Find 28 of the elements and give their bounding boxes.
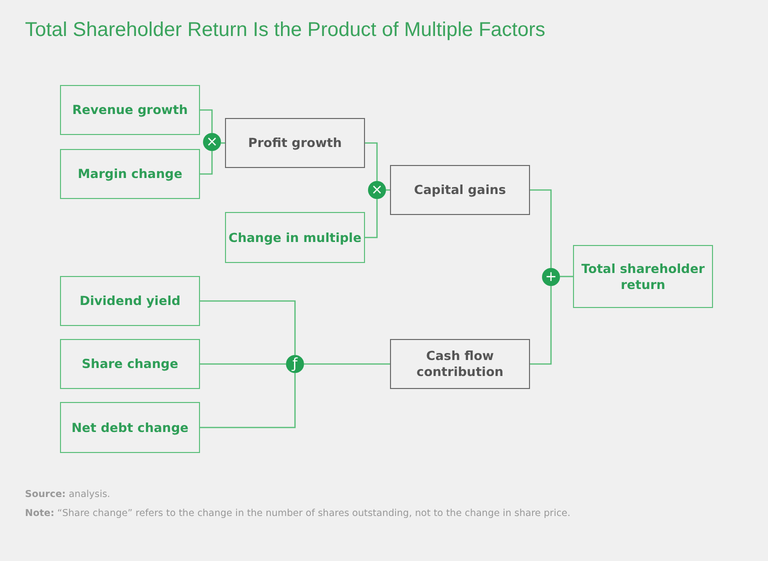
factor-box: Change in multiple: [225, 212, 365, 263]
connector-line: [530, 189, 552, 268]
footnote-text: Source: analysis.: [25, 489, 110, 500]
connector-line: [200, 363, 286, 365]
connector-line: [560, 276, 573, 278]
connector-line: [200, 300, 296, 355]
factor-box: Dividend yield: [60, 276, 200, 326]
footnote-text: Note: “Share change” refers to the change in the number of shares outstanding, not to the change in share price.: [25, 508, 570, 519]
operator-circle: ×: [203, 133, 221, 151]
factor-box: Margin change: [60, 149, 200, 199]
operator-circle: ƒ: [286, 355, 304, 373]
connector-line: [200, 151, 213, 175]
connector-line: [530, 286, 552, 365]
connector-line: [200, 373, 296, 428]
connector-line: [365, 142, 378, 181]
operator-circle: ×: [368, 181, 386, 199]
factor-box: Net debt change: [60, 402, 200, 453]
factor-box: Cash flow contribution: [390, 339, 530, 389]
factor-box: Revenue growth: [60, 85, 200, 135]
factor-box: Profit growth: [225, 118, 365, 168]
factor-box: Total shareholder return: [573, 245, 713, 308]
connector-line: [200, 109, 213, 133]
connector-line: [304, 363, 390, 365]
chart-title: Total Shareholder Return Is the Product of Multiple Factors: [25, 19, 546, 42]
operator-circle: +: [542, 268, 560, 286]
factor-box: Capital gains: [390, 165, 530, 215]
factor-box: Share change: [60, 339, 200, 389]
connector-line: [365, 199, 378, 238]
